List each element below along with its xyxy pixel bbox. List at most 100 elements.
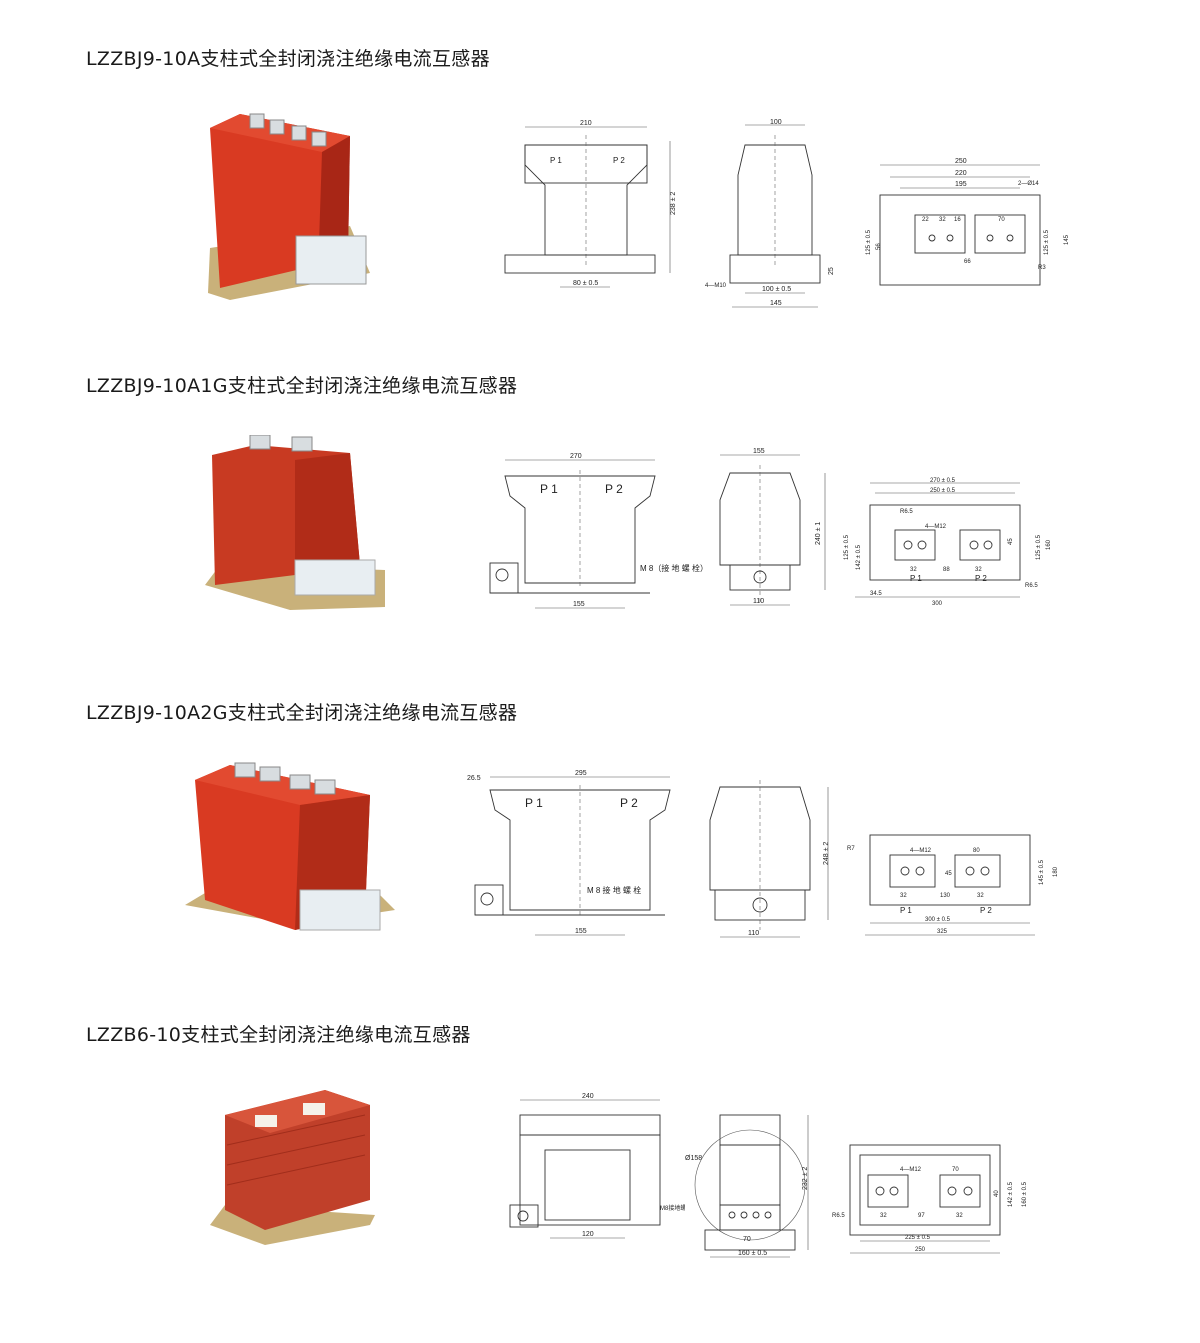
dimension-label: 2—Ø14 [1018,181,1039,187]
dimension-label: P 2 [613,156,625,165]
section-lzzbj9-10a1g: LZZBJ9-10A1G支柱式全封闭浇注绝缘电流互感器 270 P 1 P 2 … [0,330,1200,660]
product-photo [205,435,385,610]
dimension-label: 145 ± 0.5 [1039,859,1045,885]
dimension-label: R6.5 [832,1213,845,1219]
dimension-label: 295 [575,770,587,777]
dimension-label: 45 [1008,538,1014,545]
plan-view-drawing: 270 ± 0.5 250 ± 0.5 R6.5 4—M12 32 88 32 … [844,478,1052,607]
dimension-label: Ø158 [685,1155,702,1162]
dimension-label: 250 ± 0.5 [930,488,956,494]
dimension-label: 34.5 [870,591,882,597]
dimension-label: 220 [955,170,967,177]
dimension-label: 160 ± 0.5 [1022,1181,1028,1207]
side-view-drawing: 155 240 ± 1 110 [719,448,826,606]
front-view-drawing: 270 P 1 P 2 M 8（接 地 螺 栓） 155 [489,453,708,609]
section-title: LZZBJ9-10A支柱式全封闭浇注绝缘电流互感器 [86,48,490,70]
side-view-drawing: 248 ± 2 110 [709,780,830,938]
dimension-label: 100 ± 0.5 [762,286,791,293]
dimension-label: 125 ± 0.5 [866,229,872,255]
dimension-label: P 2 [980,906,992,915]
side-view-drawing: 100 4—M10 25 100 ± 0.5 145 [705,119,835,308]
dimension-label: 45 [945,871,952,877]
dimension-label: 110 [748,930,759,937]
dimension-label: 160 [1046,539,1052,550]
dimension-label: 120 [582,1231,594,1238]
dimension-label: 32 [880,1213,887,1219]
dimension-label: 145 [770,300,782,307]
dimension-label: P 2 [975,574,987,583]
section-lzzbj9-10a: LZZBJ9-10A支柱式全封闭浇注绝缘电流互感器 210 P 1 P 2 23… [0,0,1200,330]
dimension-label: 145 [1064,234,1070,245]
dimension-label: 240 ± 1 [815,522,822,545]
dimension-label: 88 [943,567,950,573]
dimension-label: P 1 [540,482,558,496]
dimension-label: 32 [977,893,984,899]
dimension-label: 195 [955,181,967,188]
dimension-label: 270 [570,453,582,460]
product-photo [210,1090,375,1245]
plan-view-drawing: R7 4—M12 80 45 32 130 32 P 1 P 2 145 ± 0… [847,834,1059,936]
dimension-label: 240 [582,1093,594,1100]
dimension-label: M 8 接 地 螺 栓 [587,885,641,895]
dimension-label: 250 [955,158,967,165]
dimension-label: 22 [922,217,929,223]
dimension-label: 40 [994,1190,1000,1197]
dimension-label: 110 [753,598,764,605]
dimension-label: 270 ± 0.5 [930,478,956,484]
dimension-label: 4—M10 [705,283,727,289]
dimension-label: 4—M12 [910,848,932,854]
dimension-label: 325 [937,929,948,935]
plan-view-drawing: 250 220 195 2—Ø14 22 32 16 70 66 R3 125 … [866,158,1070,286]
dimension-label: 100 [770,119,782,126]
dimension-label: 160 ± 0.5 [738,1250,767,1257]
dimension-label: 4—M12 [900,1167,922,1173]
dimension-label: R6.5 [900,509,913,515]
dimension-label: 70 [743,1236,751,1243]
dimension-label: 232 ± 2 [802,1167,809,1190]
dimension-label: R3 [1038,265,1046,271]
dimension-label: 180 [1053,866,1059,877]
dimension-label: 80 ± 0.5 [573,280,598,287]
dimension-label: 225 ± 0.5 [905,1235,931,1241]
section-title: LZZBJ9-10A1G支柱式全封闭浇注绝缘电流互感器 [86,375,518,397]
dimension-label: P 1 [910,574,922,583]
product-photo [185,762,395,931]
dimension-label: 32 [939,217,946,223]
dimension-label: 25 [828,267,835,275]
dimension-label: 125 ± 0.5 [1036,534,1042,560]
front-view-drawing: 210 P 1 P 2 238 ± 2 80 ± 0.5 [504,120,677,288]
dimension-label: 238 ± 2 [670,192,677,215]
dimension-label: 210 [580,120,592,127]
dimension-label: P 2 [605,482,623,496]
dimension-label: P 1 [550,156,562,165]
dimension-label: 155 [753,448,765,455]
dimension-label: 125 ± 0.5 [844,534,850,560]
dimension-label: 125 ± 0.5 [1044,229,1050,255]
dimension-label: 4—M12 [925,524,947,530]
dimension-label: M 8（接 地 螺 栓） [640,563,708,573]
dimension-label: 248 ± 2 [823,842,830,865]
dimension-label: 97 [918,1213,925,1219]
dimension-label: 56 [876,243,882,250]
dimension-label: 26.5 [467,775,481,782]
product-photo [208,113,370,300]
dimension-label: 142 ± 0.5 [1008,1181,1014,1207]
dimension-label: R6.5 [1025,583,1038,589]
dimension-label: P 2 [620,796,638,810]
dimension-label: 300 [932,601,943,607]
dimension-label: 80 [973,848,980,854]
section-lzzbj9-10a2g: LZZBJ9-10A2G支柱式全封闭浇注绝缘电流互感器 295 26.5 P 1… [0,660,1200,990]
dimension-label: 16 [954,217,961,223]
dimension-label: R7 [847,846,855,852]
dimension-label: 32 [956,1213,963,1219]
dimension-label: 130 [940,893,951,899]
dimension-label: 66 [964,259,971,265]
dimension-label: 300 ± 0.5 [925,917,951,923]
dimension-label: 32 [900,893,907,899]
section-title: LZZB6-10支柱式全封闭浇注绝缘电流互感器 [86,1024,471,1046]
dimension-label: 32 [975,567,982,573]
dimension-label: 70 [998,217,1005,223]
